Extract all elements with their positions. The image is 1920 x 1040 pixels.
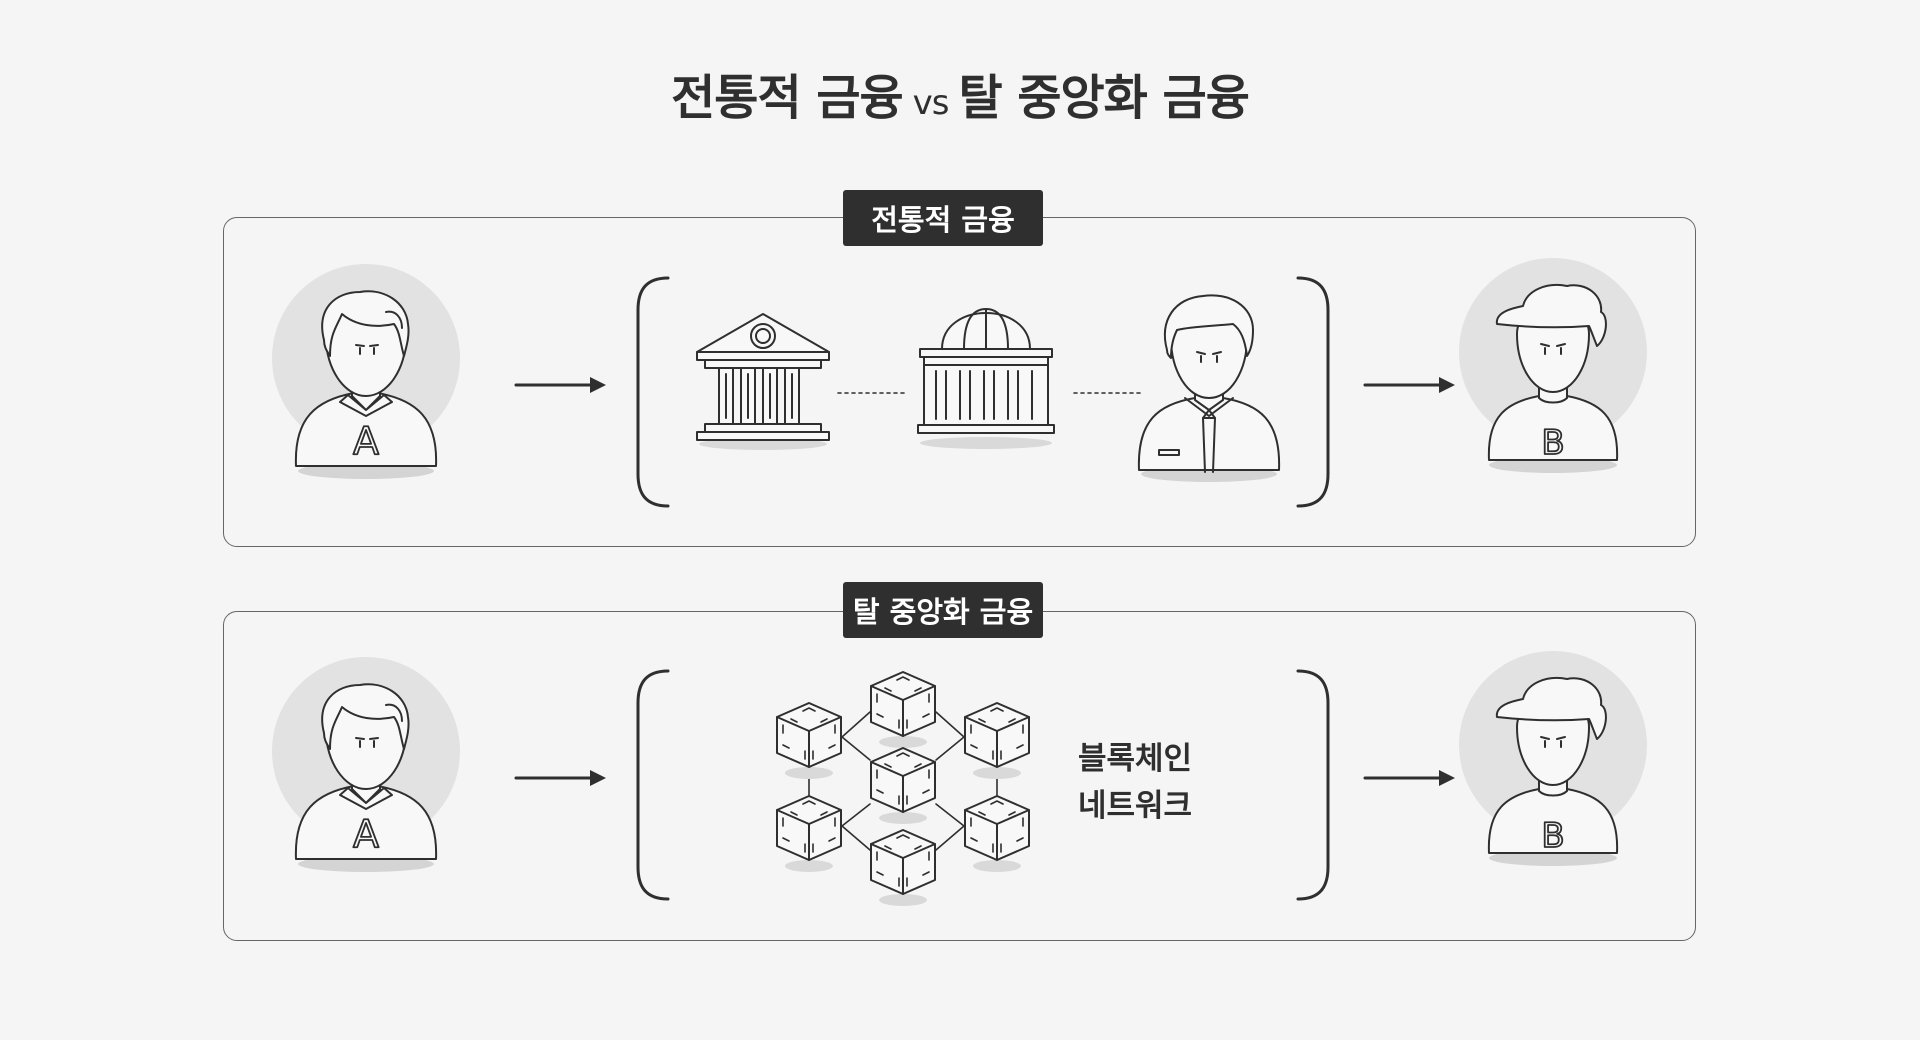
blockchain-network-label: 블록체인 네트워크 bbox=[1078, 736, 1192, 830]
title-decentralized: 탈 중앙화 금융 bbox=[958, 70, 1249, 126]
arrow-right-icon bbox=[514, 375, 608, 395]
person-b-icon bbox=[1458, 650, 1648, 867]
bracket-left bbox=[636, 669, 670, 901]
bracket-left bbox=[636, 276, 670, 508]
arrow-right-icon bbox=[514, 768, 608, 788]
person-a-icon bbox=[271, 656, 461, 873]
title-traditional: 전통적 금융 bbox=[671, 70, 904, 126]
bank-icon bbox=[696, 313, 830, 450]
traditional-finance-label: 전통적 금융 bbox=[843, 190, 1043, 246]
arrow-right-icon bbox=[1363, 375, 1457, 395]
person-b-icon bbox=[1458, 257, 1648, 474]
dome-building-icon bbox=[917, 308, 1055, 449]
bracket-right bbox=[1296, 276, 1330, 508]
network-label-line1: 블록체인 bbox=[1078, 741, 1193, 777]
network-label-line2: 네트워크 bbox=[1078, 788, 1193, 824]
bracket-right bbox=[1296, 669, 1330, 901]
banker-icon bbox=[1137, 294, 1281, 482]
person-a-icon bbox=[271, 263, 461, 480]
title-vs: vs bbox=[912, 83, 950, 123]
decentralized-finance-label: 탈 중앙화 금융 bbox=[843, 582, 1043, 638]
arrow-right-icon bbox=[1363, 768, 1457, 788]
blockchain-icon bbox=[776, 671, 1030, 907]
